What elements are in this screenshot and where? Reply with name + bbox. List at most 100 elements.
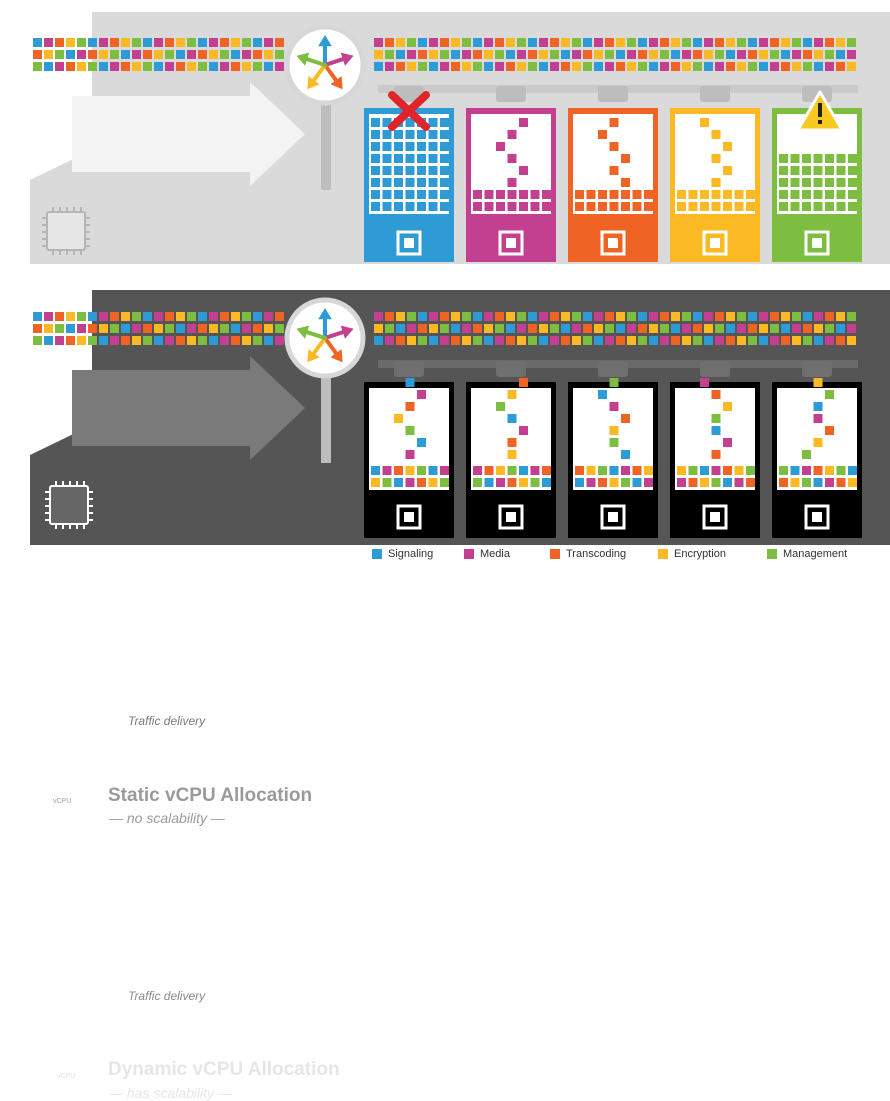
packet: [693, 336, 702, 345]
packet: [627, 62, 636, 71]
packet: [528, 324, 537, 333]
packet: [417, 390, 426, 399]
packet: [770, 62, 779, 71]
packet: [737, 38, 746, 47]
packet: [405, 154, 415, 163]
packet: [519, 202, 528, 211]
box-chip-core: [710, 512, 720, 522]
chip-pin: [88, 498, 93, 500]
packet: [723, 478, 732, 487]
packet: [814, 62, 823, 71]
packet: [723, 402, 732, 411]
packet: [253, 324, 262, 333]
packet: [143, 62, 152, 71]
packet: [715, 312, 724, 321]
packet: [836, 312, 845, 321]
static-subtitle: — no scalability —: [109, 810, 225, 826]
packet: [371, 202, 380, 211]
packet: [632, 478, 642, 487]
packet: [484, 38, 493, 47]
packet: [627, 312, 636, 321]
packet: [598, 202, 607, 211]
box-packets: [371, 378, 449, 487]
packet: [264, 312, 273, 321]
packet: [848, 178, 857, 187]
packet: [605, 324, 614, 333]
chip-pin: [62, 481, 64, 486]
packet: [507, 178, 517, 187]
balancer-arrowhead: [318, 35, 332, 47]
packet: [572, 38, 581, 47]
static-vcpu-box: [568, 86, 658, 262]
packet: [371, 178, 380, 187]
packet: [715, 62, 724, 71]
packet: [385, 62, 394, 71]
chip-pin: [42, 245, 47, 247]
dynamic-vcpu-box: [568, 361, 658, 538]
packet: [264, 50, 273, 59]
packet: [638, 50, 647, 59]
packet: [711, 190, 721, 199]
packet: [704, 62, 713, 71]
chip-pin: [88, 512, 93, 514]
packet: [242, 336, 251, 345]
packet: [688, 478, 698, 487]
packet: [693, 312, 702, 321]
packet: [473, 190, 482, 199]
packet: [561, 50, 570, 59]
packet: [715, 50, 724, 59]
chip-pin: [52, 207, 54, 212]
packet: [429, 336, 438, 345]
packet: [154, 38, 163, 47]
packet: [542, 190, 551, 199]
packet: [440, 190, 449, 199]
packet: [693, 62, 702, 71]
packet: [495, 62, 504, 71]
dynamic-subtitle: — has scalability —: [109, 1085, 232, 1101]
packet: [594, 324, 603, 333]
balancer-stem: [321, 95, 331, 190]
packet: [847, 38, 856, 47]
packet: [428, 478, 438, 487]
static-chip-label: vCPU: [53, 798, 72, 805]
packet: [88, 50, 97, 59]
packet: [44, 50, 53, 59]
packet: [428, 154, 438, 163]
packet: [649, 336, 658, 345]
legend-label: Signaling: [388, 548, 434, 560]
packet: [473, 478, 482, 487]
packet: [759, 312, 768, 321]
packet: [572, 50, 581, 59]
packet: [473, 202, 482, 211]
dynamic-vcpu-box: [772, 361, 862, 538]
packet: [813, 202, 823, 211]
box-packets: [575, 378, 653, 487]
packet: [242, 62, 251, 71]
packet: [711, 202, 721, 211]
packet: [847, 324, 856, 333]
packet: [813, 414, 823, 423]
dynamic-vcpu-box: [364, 361, 454, 538]
packet: [496, 466, 505, 475]
packet: [418, 50, 427, 59]
packet: [507, 130, 517, 139]
packet: [484, 466, 494, 475]
packet: [790, 178, 800, 187]
packet: [704, 312, 713, 321]
packet: [594, 312, 603, 321]
packet: [825, 466, 834, 475]
packet: [609, 478, 619, 487]
packet: [638, 312, 647, 321]
box-chip-core: [710, 238, 720, 248]
packet: [440, 50, 449, 59]
legend-label: Management: [783, 548, 848, 560]
packet: [66, 62, 75, 71]
packet: [264, 336, 273, 345]
packet: [231, 312, 240, 321]
dynamic-title: Dynamic vCPU Allocation: [108, 1059, 340, 1080]
packet: [496, 202, 505, 211]
packet: [638, 336, 647, 345]
box-packets: [473, 378, 551, 487]
packet: [621, 466, 630, 475]
packet: [711, 466, 721, 475]
